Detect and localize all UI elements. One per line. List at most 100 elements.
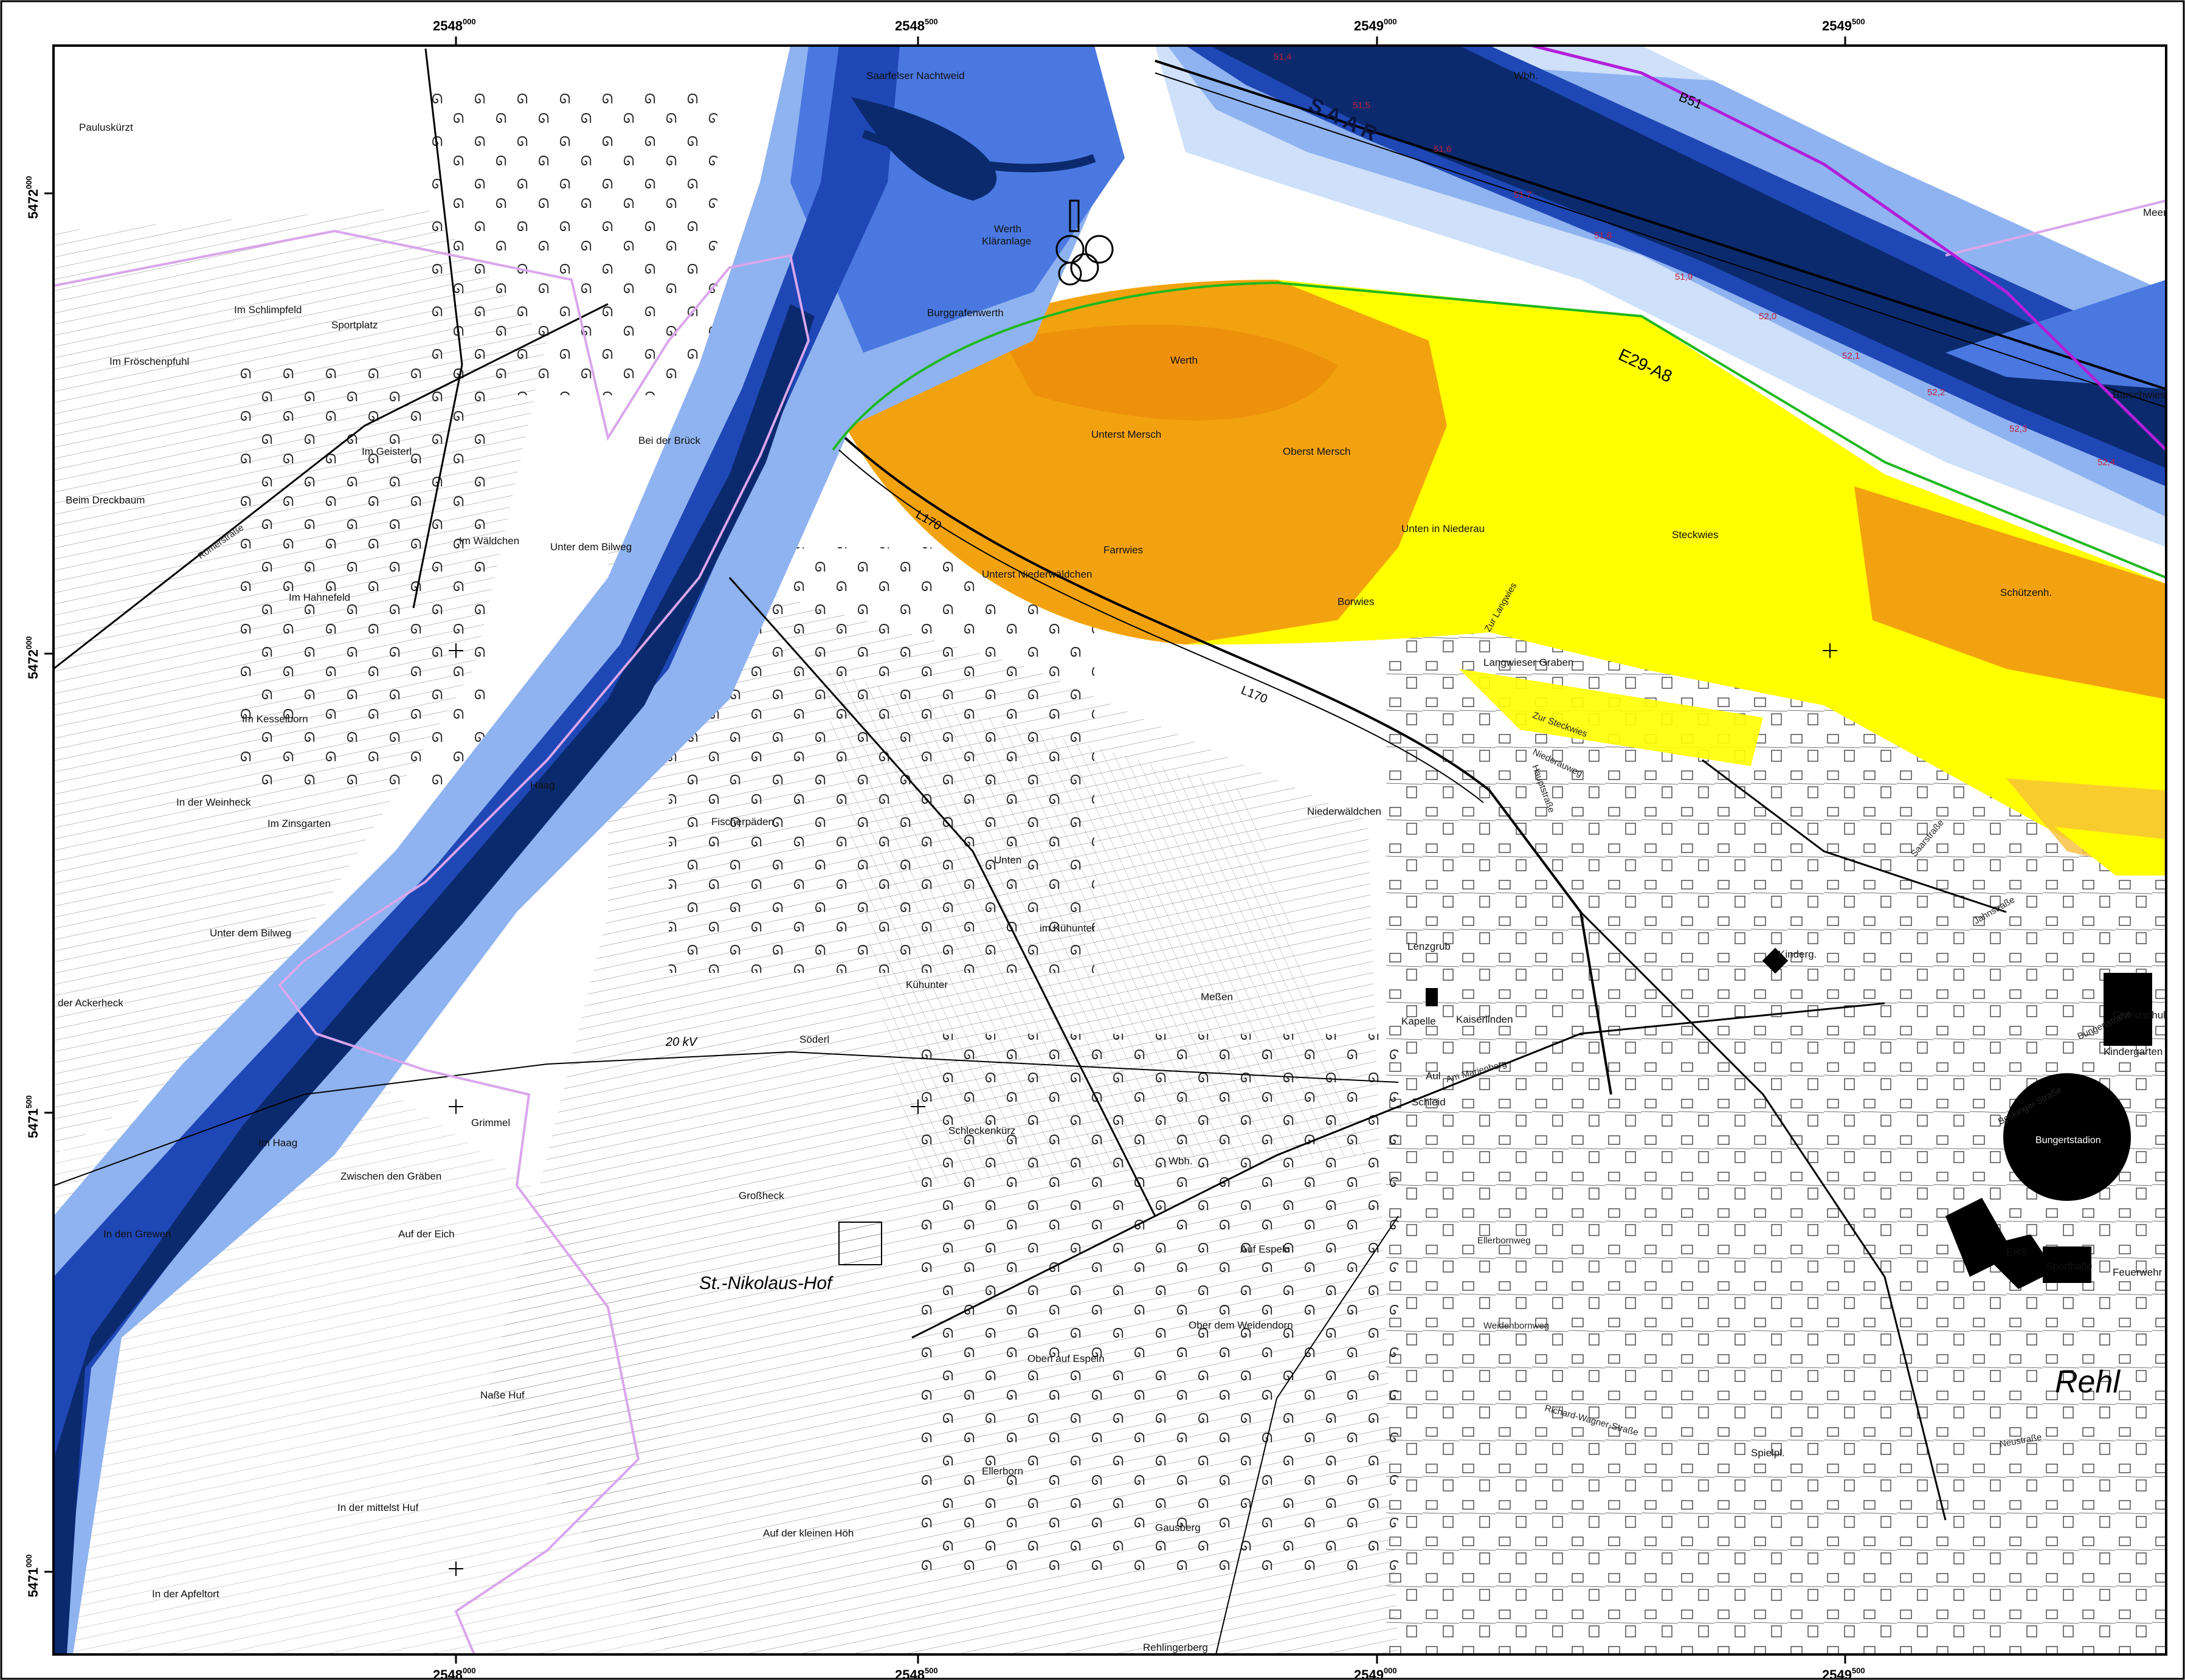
place-label: Zwischen den Gräben: [340, 1170, 441, 1182]
place-label: Oberst Mersch: [1283, 446, 1350, 457]
svg-text:5472000: 5472000: [24, 636, 41, 679]
river-km-label: 51,7: [1514, 190, 1531, 200]
grid-crosses: [449, 643, 1837, 1576]
place-label: Sporthalle: [2046, 1260, 2093, 1272]
place-label: Großheck: [739, 1190, 784, 1201]
place-label: Burggrafenwerth: [927, 307, 1004, 319]
place-label: Langwieser Graben: [1483, 657, 1573, 668]
place-label: der Ackerheck: [58, 997, 123, 1009]
kapelle: [1426, 988, 1438, 1006]
place-label: Auf der kleinen Höh: [763, 1527, 854, 1539]
place-label: Rehlingerberg: [1143, 1642, 1208, 1653]
place-label: Grimmel: [471, 1117, 510, 1129]
place-label: Kläranlage: [982, 235, 1031, 247]
place-label: Wbh.: [1514, 70, 1538, 81]
place-label: Farrwies: [1103, 544, 1143, 556]
dike-line: [832, 281, 2166, 579]
street-label: Ellerbornweg: [1477, 1236, 1531, 1246]
place-label: Meerh: [2143, 207, 2172, 218]
town-label: Rehl: [2055, 1364, 2121, 1400]
place-label: Bei der Brück: [638, 435, 701, 446]
top-tick-4-main: 2549: [1822, 18, 1852, 33]
place-label: Kühunter: [906, 979, 948, 990]
left-tick-4-main: 5471: [26, 1568, 41, 1597]
sewage-plant: [1055, 199, 1114, 286]
place-label: ERS: [2006, 1246, 2028, 1258]
place-label: Barschwies: [2113, 389, 2166, 401]
top-tick-1-sup: 000: [463, 17, 476, 26]
place-label: Auf der Eich: [398, 1228, 455, 1240]
svg-text:5471500: 5471500: [24, 1095, 41, 1138]
place-label: Im Haag: [258, 1137, 297, 1149]
place-label: Werth: [994, 223, 1021, 235]
left-tick-3-main: 5471: [26, 1108, 41, 1138]
place-label: Auf Espeln: [1240, 1243, 1290, 1255]
bottom-tick-4-main: 2549: [1822, 1667, 1852, 1680]
place-label: Borwies: [1338, 596, 1374, 607]
stadium-label: Bungertstadion: [2035, 1135, 2101, 1146]
school-building: [2104, 973, 2152, 1046]
place-label: In der mittelst Huf: [337, 1502, 418, 1513]
place-label: Unter dem Bilweg: [210, 927, 291, 939]
place-label: Pauluskürzt: [79, 122, 133, 133]
place-label: Söderl: [799, 1034, 829, 1045]
flood-zone-orange-yellow: [845, 280, 2166, 876]
place-label: Schützenh.: [2000, 587, 2052, 598]
place-label: Unten: [994, 854, 1021, 866]
place-label: Beim Dreckbaum: [66, 494, 145, 506]
saar-river: [1155, 46, 2166, 547]
power-line-label: 20 kV: [665, 1035, 698, 1049]
place-label: Aul: [1426, 1070, 1441, 1082]
kindergarten-building: [1762, 947, 1789, 974]
place-label: Unter dem Bilweg: [550, 541, 632, 553]
place-label: Wbh.: [1168, 1155, 1193, 1167]
place-label: Grundschule: [2113, 1009, 2171, 1021]
bungertstadion: [2003, 1073, 2131, 1201]
bottom-tick-1-sup: 000: [463, 1666, 476, 1675]
municipal-boundary-east: [1945, 199, 2166, 257]
river-km-label: 52,1: [1842, 351, 1860, 361]
svg-text:2548500: 2548500: [895, 1666, 938, 1680]
place-label: Im Hahnefeld: [289, 592, 350, 603]
top-tick-3-main: 2549: [1354, 18, 1384, 33]
top-tick-1-main: 2548: [433, 18, 463, 33]
place-label: Naße Huf: [480, 1389, 525, 1401]
place-label: Kapelle: [1401, 1015, 1436, 1027]
svg-text:2549500: 2549500: [1822, 17, 1865, 33]
left-tick-4-sup: 000: [24, 1554, 33, 1568]
map-body: [54, 46, 2166, 1654]
river-km-label: 51,6: [1434, 144, 1451, 154]
bottom-tick-3-sup: 000: [1384, 1666, 1397, 1675]
bottom-tick-1-main: 2548: [433, 1667, 463, 1680]
place-label: Im Kesselborn: [242, 713, 308, 725]
place-label: Unterst Niederwäldchen: [982, 569, 1092, 580]
left-tick-2-sup: 000: [24, 636, 33, 649]
river-km-label: 52,3: [2009, 424, 2027, 434]
place-label: Sportplatz: [331, 319, 378, 331]
place-label: Werth: [1170, 354, 1198, 366]
svg-text:5472000: 5472000: [24, 176, 41, 219]
svg-text:2549000: 2549000: [1354, 17, 1397, 33]
place-label: Kinderg.: [1778, 949, 1817, 960]
map-neatline: [52, 44, 2167, 1656]
river-km-label: 52,4: [2097, 457, 2115, 468]
ers-buildings: [1945, 1198, 2055, 1289]
left-coordinate-labels: 5472000 5472000 5471500 5471000: [24, 176, 41, 1597]
place-label: Im Geisterl: [362, 446, 412, 457]
place-label: Meßen: [1201, 991, 1233, 1003]
bottom-tick-3-main: 2549: [1354, 1667, 1384, 1680]
place-label: Im Fröschenpfuhl: [109, 356, 189, 367]
bottom-tick-4-sup: 500: [1852, 1666, 1865, 1675]
bottom-tick-2-main: 2548: [895, 1667, 925, 1680]
place-label: Im Wäldchen: [459, 535, 519, 547]
place-label: Ober dem Weidendorn: [1189, 1319, 1293, 1331]
municipal-boundary: [54, 229, 810, 1654]
svg-text:2548500: 2548500: [895, 17, 938, 33]
top-tick-2-sup: 500: [925, 17, 938, 26]
left-tick-1-main: 5472: [26, 189, 41, 219]
river-km-label: 51,5: [1353, 100, 1370, 111]
top-coordinate-labels: 2548000 2548500 2549000 2549500: [433, 17, 1865, 33]
place-label: Feuerwehr: [2113, 1267, 2163, 1278]
